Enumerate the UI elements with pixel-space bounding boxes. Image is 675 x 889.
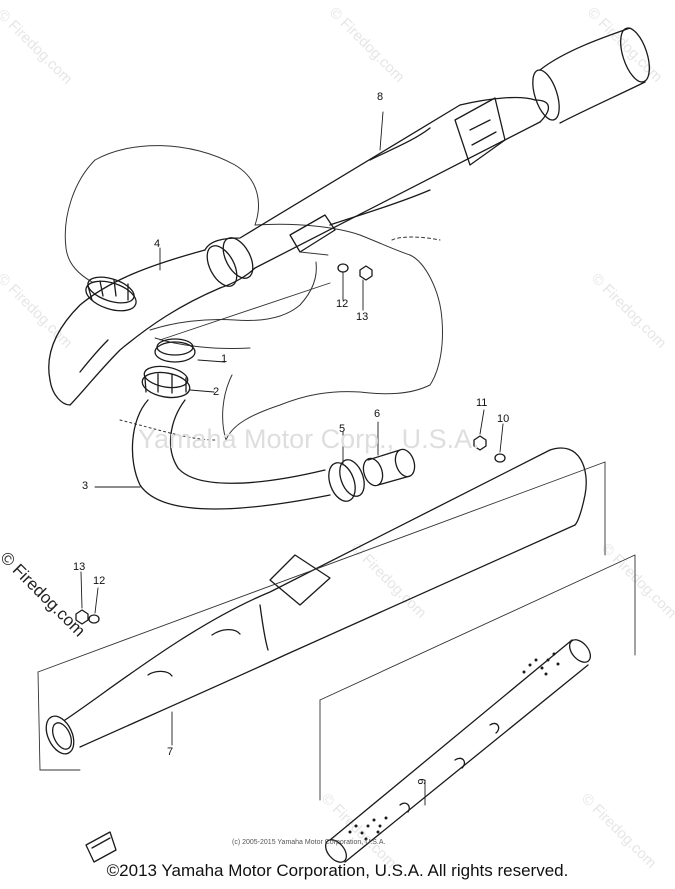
lower-muffler xyxy=(45,447,587,755)
watermark-center: Yamaha Motor Corp., U.S.A. xyxy=(138,424,480,454)
callout-13-lower: 13 xyxy=(73,561,86,573)
clamp-ring-upper xyxy=(85,276,137,312)
footer-copyright: ©2013 Yamaha Motor Corporation, U.S.A. A… xyxy=(106,861,569,880)
callout-6: 6 xyxy=(374,408,381,420)
small-bracket xyxy=(85,831,117,863)
hardware-lower-left xyxy=(75,609,100,625)
callout-1: 1 xyxy=(221,353,228,365)
callout-11: 11 xyxy=(476,397,488,409)
callout-12-lower: 12 xyxy=(93,575,106,587)
upper-muffler xyxy=(204,96,550,289)
callout-7: 7 xyxy=(167,746,174,758)
callout-8: 8 xyxy=(377,91,384,103)
engine-outline xyxy=(64,145,443,441)
callout-12-upper: 12 xyxy=(336,298,349,310)
callout-10: 10 xyxy=(497,413,510,425)
joint-2 xyxy=(141,365,191,399)
small-copyright: (c) 2005-2015 Yamaha Motor Corporation, … xyxy=(232,839,386,846)
callout-9: 9 xyxy=(416,778,429,785)
hardware-lower-right xyxy=(473,435,506,463)
callout-4: 4 xyxy=(154,238,161,250)
callout-3: 3 xyxy=(82,480,89,492)
reference-frames xyxy=(37,251,636,801)
callout-2: 2 xyxy=(213,386,220,398)
baffle-tube xyxy=(324,639,592,863)
upper-exhaust-pipe xyxy=(48,249,221,406)
callout-5: 5 xyxy=(339,423,346,435)
lower-exhaust-pipe xyxy=(131,399,365,510)
leader-lines xyxy=(80,111,504,806)
gasket-6 xyxy=(362,448,416,487)
gasket-1 xyxy=(154,338,196,363)
upper-tail-cap xyxy=(532,27,650,124)
callout-13-upper: 13 xyxy=(356,311,369,323)
